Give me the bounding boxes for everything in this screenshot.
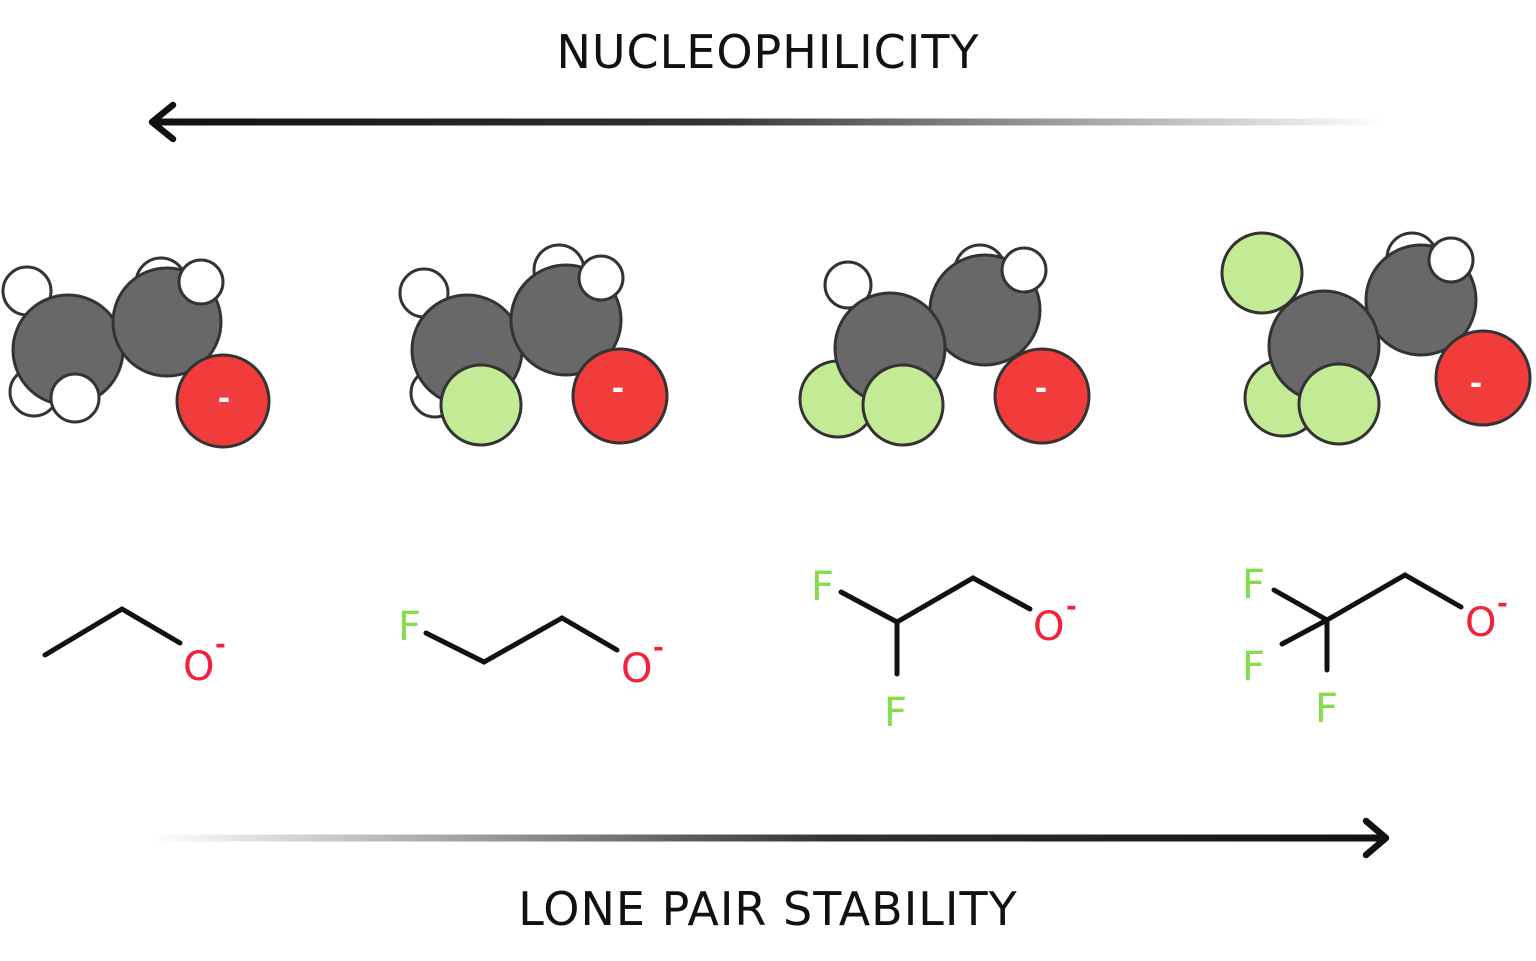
- hydrogen-atom: [49, 372, 101, 424]
- ethoxide-structure: O -: [42, 606, 226, 690]
- charge-label: -: [653, 633, 664, 663]
- lone-pair-stability-arrow-head: [1362, 817, 1390, 859]
- hydrogen-atom: [577, 254, 625, 302]
- oxygen-atom: [993, 347, 1091, 445]
- charge-label: -: [1497, 589, 1508, 619]
- fluorine-atom: [439, 363, 523, 447]
- oxygen-label: O: [183, 644, 214, 690]
- fluoroethoxide-structure: F O -: [398, 604, 664, 692]
- carbon-chain-bond: [42, 606, 183, 658]
- nucleophilicity-label: NUCLEOPHILICITY: [556, 25, 979, 79]
- nucleophilicity-arrow: [148, 101, 1384, 143]
- nucleophilicity-arrow-shaft: [152, 118, 1384, 126]
- difluoroethoxide-model: -: [798, 243, 1091, 447]
- fluorine-atom: [861, 363, 945, 447]
- lone-pair-stability-label: LONE PAIR STABILITY: [518, 882, 1017, 936]
- charge-label: -: [215, 630, 226, 660]
- carbon-chain-bond: [838, 575, 1033, 625]
- oxygen-atom: [1434, 329, 1532, 427]
- fluorine-atom: [1297, 362, 1381, 446]
- oxygen-atom: [175, 353, 271, 449]
- space-filling-models: - - -: [1, 231, 1532, 449]
- fluorine-label: F: [398, 604, 421, 650]
- fluorine-bond: [1279, 617, 1330, 647]
- nucleophilicity-arrow-head: [148, 101, 177, 143]
- hydrogen-atom: [177, 258, 225, 306]
- negative-charge: -: [1470, 367, 1482, 402]
- fluoroethoxide-model: -: [398, 243, 669, 447]
- fluorine-atom: [1220, 231, 1304, 315]
- hydrogen-atom: [1427, 236, 1475, 284]
- negative-charge: -: [612, 372, 624, 407]
- charge-label: -: [1066, 592, 1077, 622]
- carbon-chain-bond: [1324, 572, 1464, 623]
- difluoroethoxide-structure: F F O -: [811, 564, 1077, 736]
- hydrogen-atom: [1000, 246, 1048, 294]
- lone-pair-stability-arrow: [150, 817, 1390, 859]
- oxygen-atom: [571, 347, 669, 445]
- ethoxide-model: -: [1, 256, 271, 449]
- trifluoroethoxide-structure: F F F O -: [1242, 562, 1508, 732]
- fluorine-label: F: [1315, 686, 1338, 732]
- skeletal-structures: O - F O - F F O - F F F O: [42, 562, 1508, 736]
- hydrogen-atom: [823, 260, 873, 310]
- oxygen-label: O: [1033, 604, 1064, 650]
- carbon-chain-bond: [423, 615, 620, 665]
- oxygen-label: O: [1465, 600, 1496, 646]
- fluorine-label: F: [1242, 644, 1265, 690]
- oxygen-label: O: [621, 646, 652, 692]
- fluorine-label: F: [811, 564, 834, 610]
- fluorine-bond: [1271, 587, 1330, 623]
- trifluoroethoxide-model: -: [1220, 231, 1532, 446]
- negative-charge: -: [218, 382, 230, 417]
- fluorine-label: F: [1242, 562, 1265, 608]
- lone-pair-stability-arrow-shaft: [150, 834, 1386, 842]
- fluorine-label: F: [884, 690, 907, 736]
- negative-charge: -: [1035, 372, 1047, 407]
